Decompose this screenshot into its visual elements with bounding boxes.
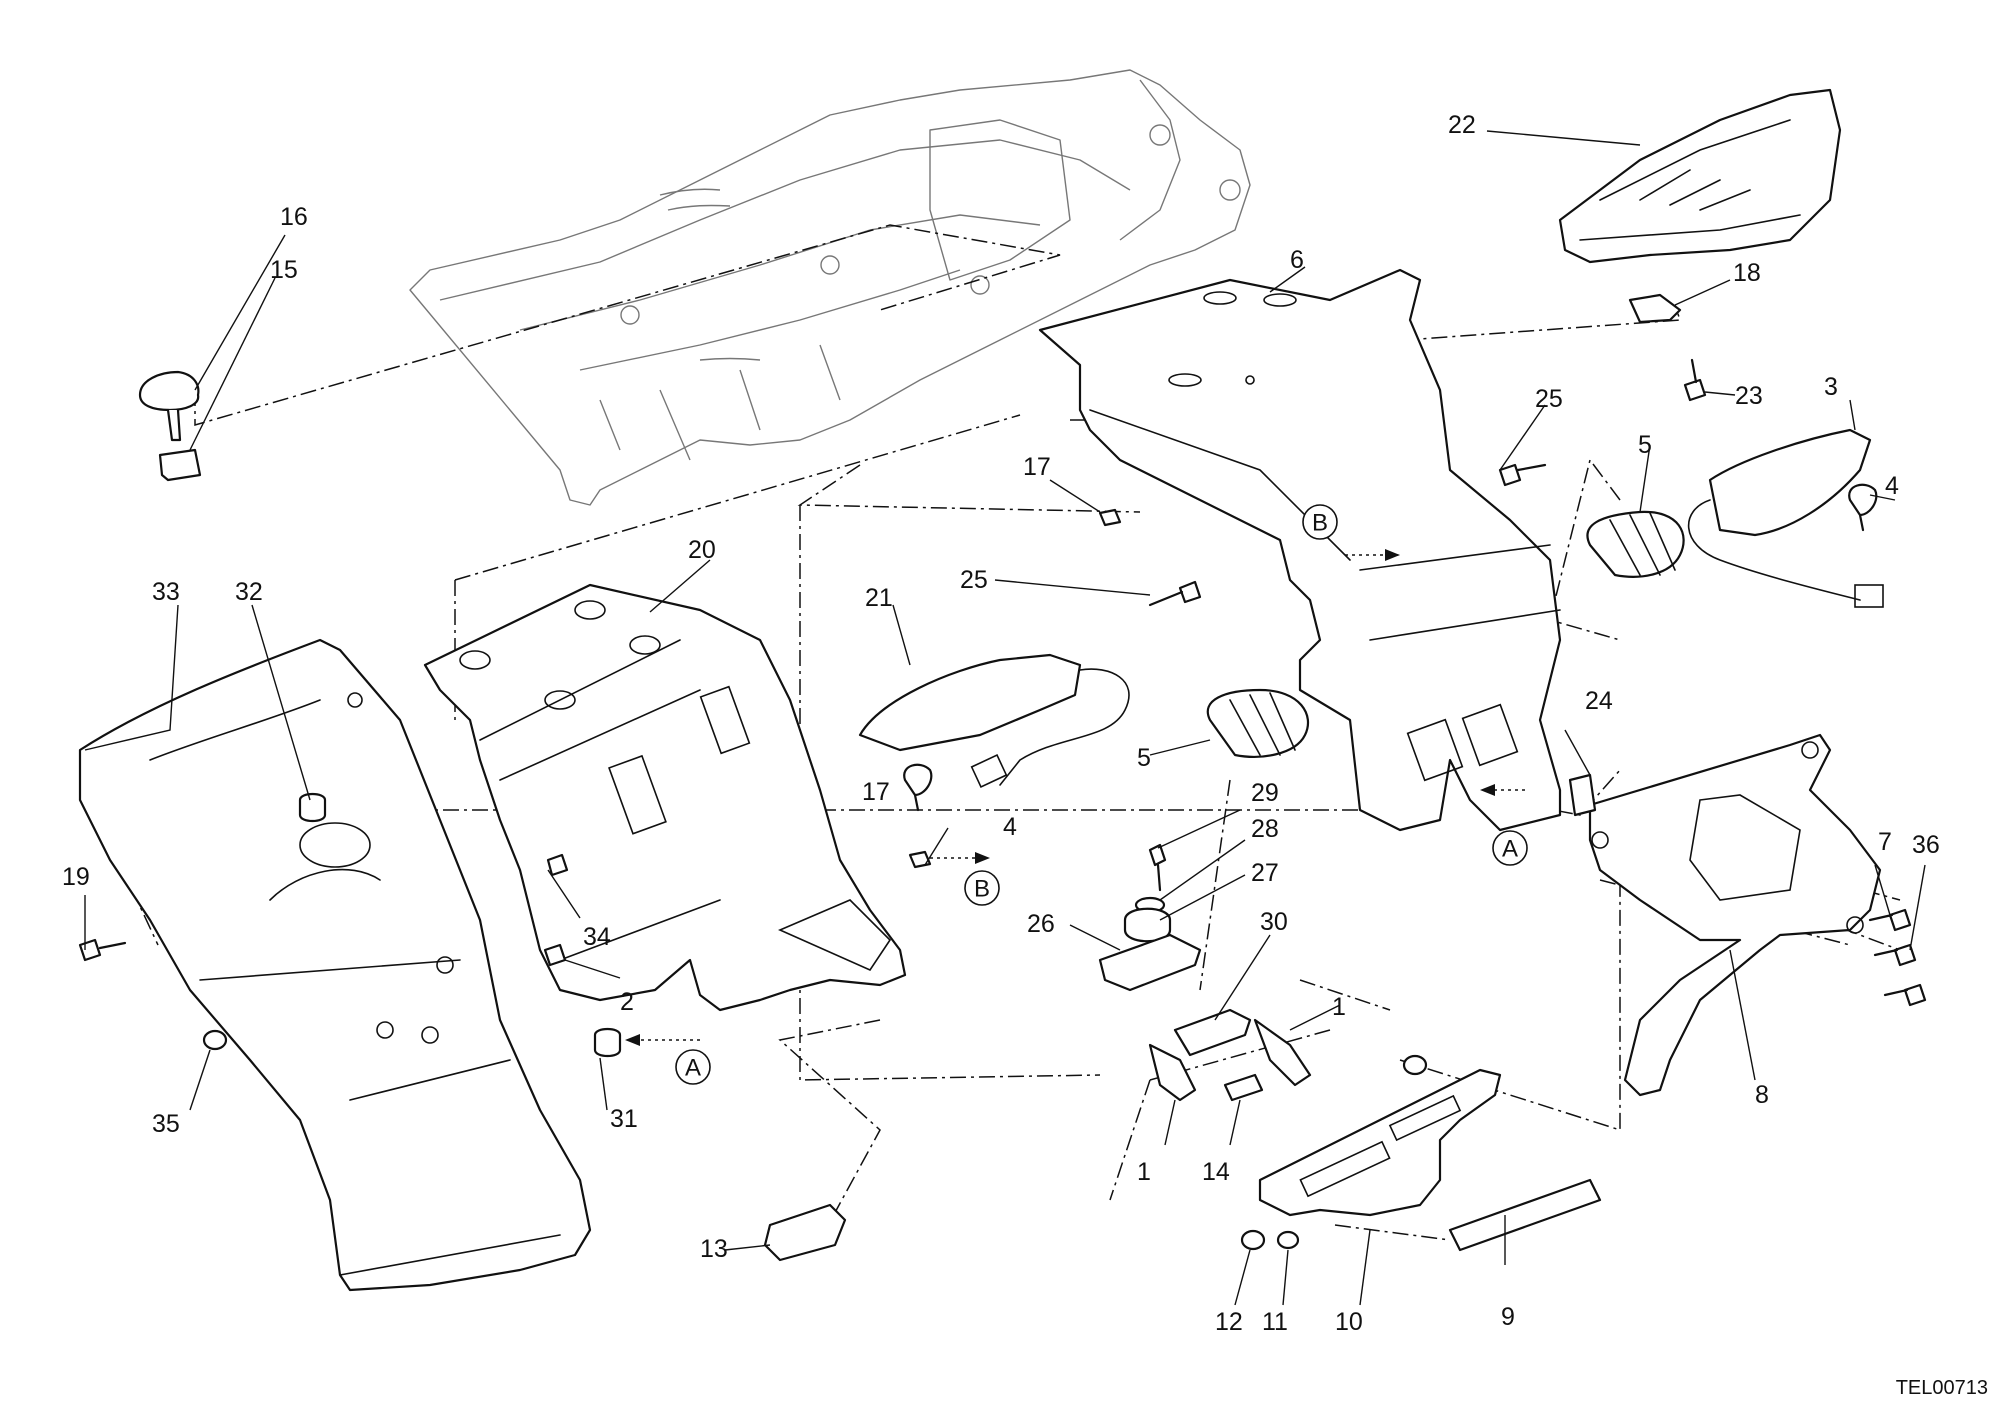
leader-lines: [84, 130, 1926, 1306]
callout-23: 23: [1735, 382, 1763, 410]
callout-10: 10: [1335, 1308, 1363, 1336]
rear-subframe-outline: [409, 69, 1251, 506]
tail-light-part: [1558, 88, 1842, 264]
callout-17-bottom: 17: [862, 778, 890, 806]
callout-33: 33: [152, 578, 180, 606]
callout-22: 22: [1448, 111, 1476, 139]
turn-indicator-left-part: [858, 653, 1130, 788]
callout-5-left: 5: [1137, 744, 1151, 772]
callout-27: 27: [1251, 859, 1279, 887]
reference-arrows: [625, 549, 1525, 1046]
callout-3: 3: [1824, 373, 1838, 401]
reference-markers: B B A A: [675, 504, 1528, 1085]
svg-text:A: A: [685, 1055, 701, 1082]
svg-text:B: B: [1312, 510, 1328, 537]
callout-31: 31: [610, 1105, 638, 1133]
callouts: 22 6 16 15 17 18 23 25 5 3 4 20 21 25 5 …: [62, 111, 1940, 1336]
callout-32: 32: [235, 578, 263, 606]
callout-30: 30: [1260, 908, 1288, 936]
callout-18: 18: [1733, 259, 1761, 287]
callout-11: 11: [1262, 1308, 1288, 1336]
rear-hanger-part: [1038, 268, 1562, 832]
callout-1-right: 1: [1332, 993, 1346, 1021]
callout-17-top: 17: [1023, 453, 1051, 481]
callout-12: 12: [1215, 1308, 1243, 1336]
reference-b-top: B: [1302, 504, 1338, 540]
callout-28: 28: [1251, 815, 1279, 843]
callout-2: 2: [620, 988, 634, 1016]
callout-34: 34: [583, 923, 611, 951]
inner-fender-bracket-part: [423, 583, 907, 1012]
turn-indicator-right-part: [1687, 428, 1884, 608]
callout-9: 9: [1501, 1303, 1515, 1331]
rear-mudguard-part: [78, 638, 592, 1292]
indicator-grommet-part: [1206, 688, 1310, 758]
plate-light-bracket-part: [1258, 1068, 1502, 1217]
callout-5-right: 5: [1638, 431, 1652, 459]
callout-1-left: 1: [1137, 1158, 1151, 1186]
callout-7: 7: [1878, 828, 1892, 856]
callout-24: 24: [1585, 687, 1613, 715]
callout-21: 21: [865, 584, 893, 612]
diagram-code: TEL00713: [1895, 1377, 1988, 1399]
callout-26: 26: [1027, 910, 1055, 938]
reference-b-bottom: B: [964, 870, 1000, 906]
callout-6: 6: [1290, 246, 1304, 274]
hardware-parts: [78, 293, 1927, 1262]
reference-a-left: A: [675, 1049, 711, 1085]
reflector-part: [1448, 1178, 1602, 1252]
indicator-grommet-part-2: [1586, 510, 1685, 578]
callout-29: 29: [1251, 779, 1279, 807]
reference-a-right: A: [1492, 830, 1528, 866]
svg-text:A: A: [1502, 836, 1518, 863]
callout-13: 13: [700, 1235, 728, 1263]
callout-4-left: 4: [1003, 813, 1017, 841]
callout-35: 35: [152, 1110, 180, 1138]
callout-19: 19: [62, 863, 90, 891]
callout-16: 16: [280, 203, 308, 231]
callout-25-left: 25: [960, 566, 988, 594]
svg-text:B: B: [974, 876, 990, 903]
callout-25-right: 25: [1535, 385, 1563, 413]
callout-15: 15: [270, 256, 298, 284]
callout-4-right: 4: [1885, 472, 1899, 500]
callout-36: 36: [1912, 831, 1940, 859]
callout-20: 20: [688, 536, 716, 564]
plate-holder-part: [1588, 733, 1882, 1097]
callout-8: 8: [1755, 1081, 1769, 1109]
callout-14: 14: [1202, 1158, 1230, 1186]
